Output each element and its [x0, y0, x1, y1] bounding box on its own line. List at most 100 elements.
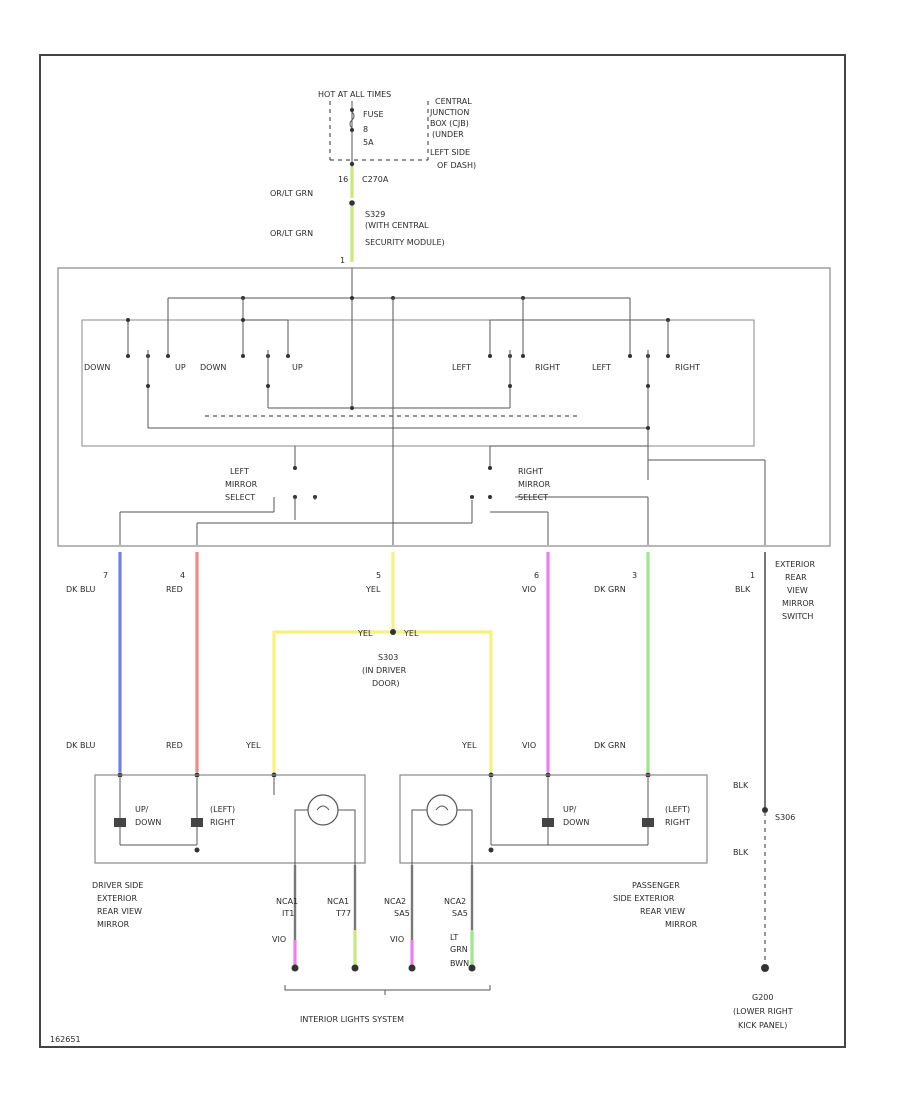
cjb-line6: OF DASH): [437, 161, 476, 170]
driver-updown-1: UP/: [135, 805, 149, 814]
pass-mirror-3: REAR VIEW: [640, 907, 685, 916]
passenger-mirror: UP/ DOWN (LEFT) RIGHT PASSENGER SIDE EXT…: [399, 774, 708, 929]
wire-orglt-grn-label-1: OR/LT GRN: [270, 189, 313, 198]
pin-6: 6: [534, 571, 539, 580]
label-down-2: DOWN: [200, 363, 226, 372]
right-select-1: RIGHT: [518, 467, 543, 476]
yel-right-label: YEL: [403, 629, 419, 638]
splice-s329-desc1: (WITH CENTRAL: [365, 221, 429, 230]
w3c: VIO: [390, 935, 404, 944]
w3a: NCA2: [384, 897, 406, 906]
wire-label-blk: BLK: [735, 585, 751, 594]
wire-label-dk-grn: DK GRN: [594, 585, 626, 594]
left-select-1: LEFT: [230, 467, 249, 476]
fuse-rating2: 5A: [363, 138, 374, 147]
interior-lights-system: INTERIOR LIGHTS SYSTEM: [300, 1015, 404, 1024]
pin-7: 7: [103, 571, 108, 580]
fuse-section: HOT AT ALL TIMES FUSE 8 5A CENTRAL JUNCT…: [270, 90, 476, 265]
w4c: LT: [450, 933, 458, 942]
driver-lamp-icon: [307, 794, 339, 826]
wire-yel-right: [393, 630, 493, 772]
pass-updown-1: UP/: [563, 805, 577, 814]
ext-switch-4: MIRROR: [782, 599, 815, 608]
wire-label-dk-grn-b: DK GRN: [594, 741, 626, 750]
wire-yel-left: [272, 630, 393, 772]
label-up-2: UP: [292, 363, 303, 372]
right-select-2: MIRROR: [518, 480, 551, 489]
wire-label-dk-blu: DK BLU: [66, 585, 95, 594]
label-right-2: RIGHT: [675, 363, 700, 372]
pin-1-top: 1: [340, 256, 345, 265]
driver-mirror: UP/ DOWN (LEFT) RIGHT DRIVER SIDE EXTERI…: [92, 774, 366, 929]
driver-mirror-2: EXTERIOR: [97, 894, 138, 903]
wire-label-yel-b2: YEL: [461, 741, 477, 750]
wire-label-red-b: RED: [166, 741, 183, 750]
cjb-line1: CENTRAL: [435, 97, 472, 106]
left-select-3: SELECT: [225, 493, 255, 502]
wire-label-dk-blu-b: DK BLU: [66, 741, 95, 750]
left-select-2: MIRROR: [225, 480, 258, 489]
passenger-lamp-icon: [426, 794, 458, 826]
driver-updown-2: DOWN: [135, 818, 161, 827]
g200-1: G200: [752, 993, 773, 1002]
pass-mirror-4: MIRROR: [665, 920, 698, 929]
w4d: GRN: [450, 945, 468, 954]
conn-c270a: C270A: [362, 175, 389, 184]
diagram-border: [39, 54, 846, 1048]
pass-mirror-2: SIDE EXTERIOR: [613, 894, 675, 903]
s303-1: S303: [378, 653, 398, 662]
wire-label-blk-b1: BLK: [733, 781, 749, 790]
w4b: SA5: [452, 909, 468, 918]
driver-mirror-4: MIRROR: [97, 920, 130, 929]
driver-leftright-1: (LEFT): [210, 805, 235, 814]
pass-updown-2: DOWN: [563, 818, 589, 827]
cjb-line4: (UNDER: [432, 130, 464, 139]
driver-mirror-3: REAR VIEW: [97, 907, 142, 916]
w4e: BWN: [450, 959, 469, 968]
pin-1: 1: [750, 571, 755, 580]
ext-switch-2: REAR: [785, 573, 807, 582]
w1c: VIO: [272, 935, 286, 944]
label-left-1: LEFT: [452, 363, 471, 372]
cjb-line5: LEFT SIDE: [430, 148, 470, 157]
splice-s329-desc2: SECURITY MODULE): [365, 238, 445, 247]
system-bracket: [284, 985, 491, 995]
wires-section: 7 4 5 6 3 1 DK BLU RED YEL VIO DK GRN BL…: [66, 552, 816, 972]
wire-label-yel: YEL: [365, 585, 381, 594]
label-up-1: UP: [175, 363, 186, 372]
pass-leftright-2: RIGHT: [665, 818, 690, 827]
wire-label-red: RED: [166, 585, 183, 594]
fuse-rating: 8: [363, 125, 368, 134]
pass-mirror-1: PASSENGER: [632, 881, 680, 890]
pass-leftright-1: (LEFT): [665, 805, 690, 814]
w1a: NCA1: [276, 897, 298, 906]
g200-3: KICK PANEL): [738, 1021, 787, 1030]
ext-switch-5: SWITCH: [782, 612, 813, 621]
g200-2: (LOWER RIGHT: [733, 1007, 793, 1016]
s306: S306: [775, 813, 795, 822]
label-down-1: DOWN: [84, 363, 110, 372]
s303-3: DOOR): [372, 679, 399, 688]
wire-orglt-grn-label-2: OR/LT GRN: [270, 229, 313, 238]
yel-left-label: YEL: [357, 629, 373, 638]
driver-mirror-1: DRIVER SIDE: [92, 881, 143, 890]
interior-lights: NCA1 IT1 VIO NCA1 T77 NCA2 SA5 VIO NCA2 …: [50, 865, 793, 1044]
figure-id: 162651: [50, 1035, 81, 1044]
wire-label-vio: VIO: [522, 585, 536, 594]
cjb-line2: JUNCTION: [429, 108, 469, 117]
wire-label-blk-b2: BLK: [733, 848, 749, 857]
wire-label-vio-b: VIO: [522, 741, 536, 750]
s303-2: (IN DRIVER: [362, 666, 407, 675]
w1b: IT1: [282, 909, 294, 918]
driver-leftright-2: RIGHT: [210, 818, 235, 827]
label-left-2: LEFT: [592, 363, 611, 372]
pin-3: 3: [632, 571, 637, 580]
pin-5: 5: [376, 571, 381, 580]
pin-16: 16: [338, 175, 348, 184]
w2a: NCA1: [327, 897, 349, 906]
right-select-3: SELECT: [518, 493, 548, 502]
mirror-switch-assembly: DOWN UP DOWN UP LEFT RIGHT LEFT RIGHT LE…: [57, 267, 831, 547]
fuse-line1: HOT AT ALL TIMES: [318, 90, 391, 99]
wire-label-yel-b: YEL: [245, 741, 261, 750]
